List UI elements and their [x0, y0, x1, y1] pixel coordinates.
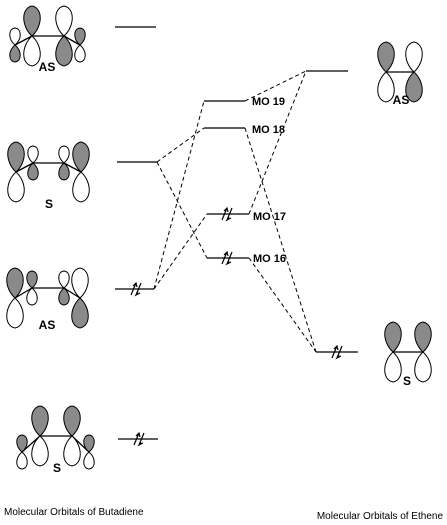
- butadiene-orbital-as-lower-drawing: [6, 267, 89, 329]
- ethene-caption: Molecular Orbitals of Ethene: [317, 511, 444, 522]
- ethene-orbital-symmetry-label: S: [403, 374, 411, 388]
- ethene-orbital-as-drawing: [377, 41, 423, 103]
- product-orbital-label: MO 17: [253, 211, 286, 223]
- product-orbital-label: MO 18: [252, 124, 285, 136]
- electron-pair-ethene-s: [331, 344, 343, 360]
- butadiene-orbital-symmetry-label: AS: [39, 318, 56, 332]
- ethene-orbital-symmetry-label: AS: [393, 93, 410, 107]
- ethene-orbital-s-drawing: [384, 321, 432, 383]
- butadiene-orbital-symmetry-label: AS: [39, 60, 56, 74]
- butadiene-orbital-as-upper-drawing: [9, 5, 86, 67]
- product-orbital-label: MO 19: [252, 96, 285, 108]
- electron-pair-butadiene-s-lower: [133, 431, 145, 447]
- butadiene-orbital-symmetry-label: S: [53, 461, 61, 475]
- electron-pair-butadiene-as-lower: [130, 281, 142, 297]
- product-orbital-label: MO 16: [253, 253, 286, 265]
- electron-pair-mo-16: [221, 250, 233, 266]
- butadiene-caption: Molecular Orbitals of Butadiene: [4, 507, 144, 518]
- correlation-lines: [153, 70, 317, 353]
- electron-pair-mo-17: [221, 206, 233, 222]
- butadiene-orbital-s-lower-drawing: [16, 405, 95, 470]
- butadiene-orbital-symmetry-label: S: [45, 197, 53, 211]
- butadiene-orbital-s-upper-drawing: [7, 141, 90, 203]
